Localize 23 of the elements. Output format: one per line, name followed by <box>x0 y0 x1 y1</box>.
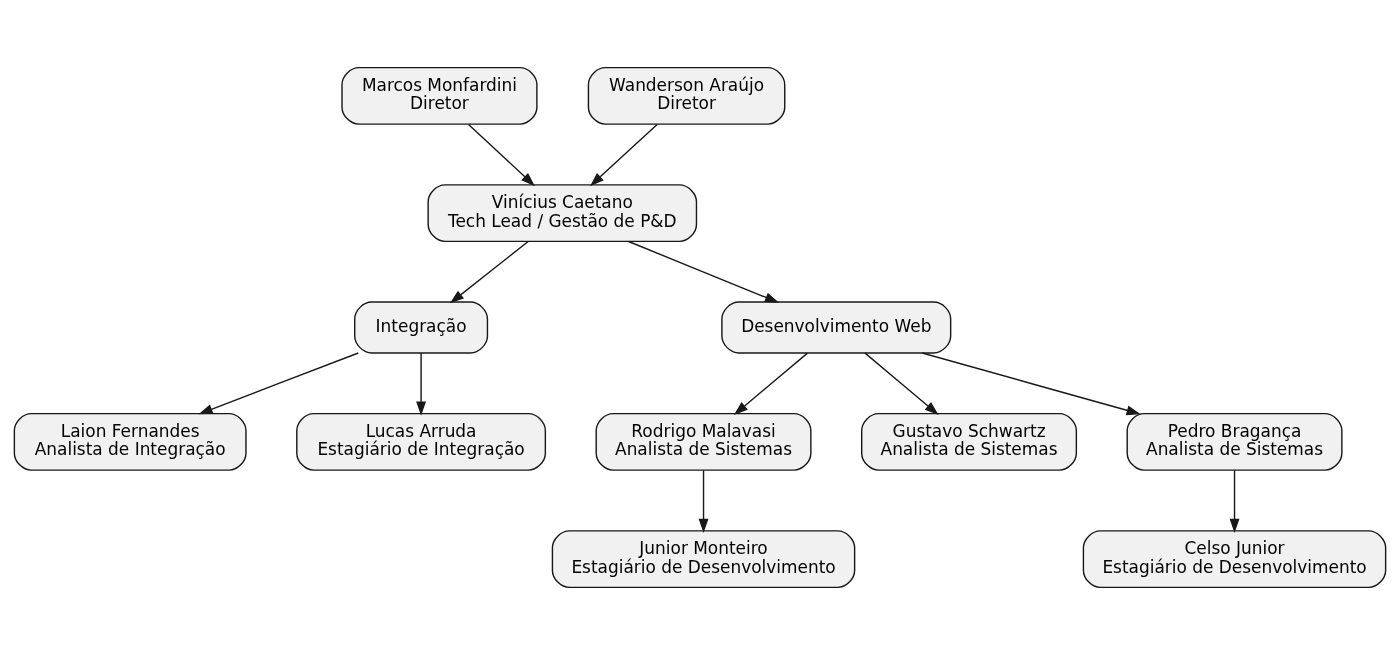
node-box: Wanderson Araújo Diretor <box>587 66 786 125</box>
node-box: Rodrigo Malavasi Analista de Sistemas <box>595 412 812 471</box>
arrow <box>627 240 780 303</box>
node-box: Vinícius Caetano Tech Lead / Gestão de P&D <box>427 184 698 243</box>
arrow <box>416 352 427 416</box>
arrow <box>921 352 1141 416</box>
arrow <box>733 352 809 415</box>
arrow <box>1229 469 1240 533</box>
arrow <box>467 123 535 187</box>
node-box: Integração <box>354 301 489 354</box>
node-box: Laion Fernandes Analista de Integração <box>13 412 247 471</box>
arrow <box>698 469 709 533</box>
node-box: Lucas Arruda Estagiário de Integração <box>296 412 547 471</box>
node-box: Desenvolvimento Web <box>721 301 952 354</box>
node-box: Pedro Bragança Analista de Sistemas <box>1126 412 1343 471</box>
arrow <box>864 352 939 415</box>
node-box: Marcos Monfardini Diretor <box>341 66 538 125</box>
node-box: Gustavo Schwartz Analista de Sistemas <box>861 412 1078 471</box>
node-box: Junior Monteiro Estagiário de Desenvolvimento <box>551 530 856 589</box>
arrow <box>198 352 359 415</box>
node-box: Celso Junior Estagiário de Desenvolvimento <box>1082 530 1387 589</box>
arrow <box>589 123 658 187</box>
arrow <box>449 240 529 304</box>
